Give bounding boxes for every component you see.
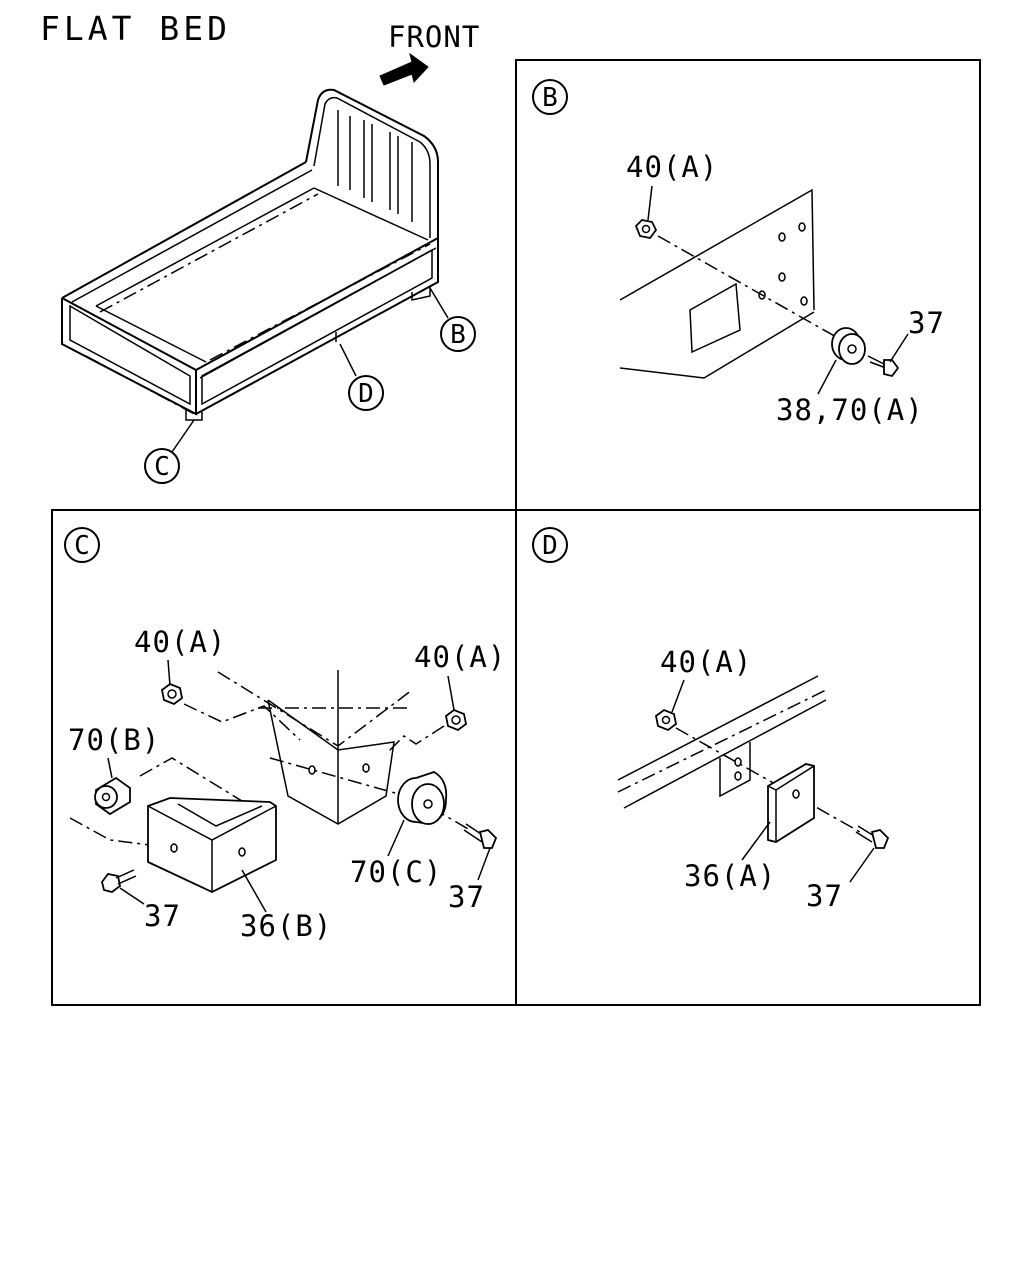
panel-b-frame [515,59,981,511]
panel-b-bolt-label: 37 [908,306,945,340]
panel-d-frame [515,509,981,1006]
bolt-icon [855,825,890,849]
callout-d-letter: D [358,379,374,409]
front-arrow-icon [379,52,429,86]
panel-b-letter: B [542,83,558,113]
bolt-icon [101,869,137,893]
nut-icon [445,708,467,732]
panel-d-block-label: 36(A) [684,859,776,893]
panel-b-nut-label: 40(A) [626,150,718,184]
callout-b: B [440,316,476,352]
block-icon [767,763,815,843]
panel-c-detail: C 40(A) 40(A) 70(B) [64,527,506,943]
panel-c-letter: C [74,531,90,561]
nut-icon [161,682,183,706]
panel-b-detail: B 40(A) 37 38,70(A) [532,79,945,427]
flat-bed-illustration [61,88,449,453]
panel-c-bolt-left-label: 37 [144,899,181,933]
callout-d: D [348,375,384,411]
panel-d-bolt-label: 37 [806,879,843,913]
bolt-icon [867,355,900,378]
diagram-title: FLAT BED [40,9,231,48]
panel-b-cushion-label: 38,70(A) [776,393,924,427]
panel-c-bracket-label: 36(B) [240,909,332,943]
front-label: FRONT [388,20,480,54]
cushion-icon [397,771,448,825]
nut-icon [655,708,677,732]
panel-c-nut-left-label: 40(A) [134,625,226,659]
callout-b-letter: B [450,320,466,350]
panel-d-letter: D [542,531,558,561]
panel-c-bolt-right-label: 37 [448,880,485,914]
panel-c-cushion-right-label: 70(C) [350,855,442,889]
panel-d-nut-label: 40(A) [660,645,752,679]
cushion-icon [94,776,131,816]
callout-c-letter: C [154,452,170,482]
bracket-icon [147,797,277,893]
panel-c-cushion-left-label: 70(B) [68,723,160,757]
nut-icon [634,219,658,239]
panel-d-detail: D 40(A) 36(A) 37 [532,527,890,913]
bolt-icon [463,823,498,849]
callout-c: C [144,448,180,484]
cushion-icon [831,327,866,365]
panel-c-nut-right-label: 40(A) [414,640,506,674]
